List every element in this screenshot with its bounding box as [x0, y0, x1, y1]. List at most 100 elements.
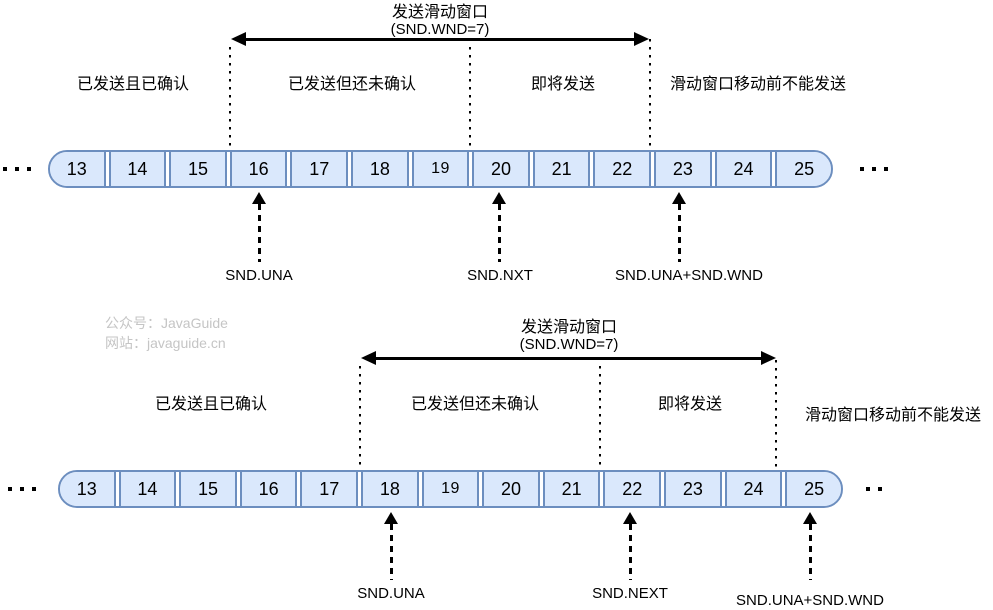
boundary-dotted-line-middle [469, 47, 471, 148]
dashed-line [497, 204, 501, 262]
region-label-acked: 已发送且已确认 [76, 76, 190, 93]
arrow-up-icon [803, 512, 817, 524]
dashed-line [677, 204, 681, 262]
ellipsis-dot [866, 487, 870, 491]
sequence-cell: 17 [300, 472, 359, 506]
sequence-number: 15 [188, 158, 209, 179]
ellipsis-dot [27, 167, 31, 171]
ellipsis-dot [20, 487, 24, 491]
sequence-cell: 19 [411, 152, 470, 186]
pointer-label-wnd-edge: SND.UNA+SND.WND [736, 592, 884, 609]
sequence-number: 25 [804, 478, 825, 499]
left-arrowhead-icon [231, 32, 246, 46]
sequence-cell: 16 [239, 472, 298, 506]
sequence-number: 19 [431, 160, 450, 177]
sequence-number: 13 [76, 478, 97, 499]
region-label-to-send: 即将发送 [530, 76, 596, 93]
sequence-number: 13 [66, 158, 87, 179]
ellipsis-right [866, 487, 882, 491]
ellipsis-left [8, 487, 36, 491]
sequence-number: 15 [198, 478, 219, 499]
sequence-cell: 24 [714, 152, 773, 186]
left-arrowhead-icon [361, 351, 376, 365]
sequence-number: 25 [794, 158, 815, 179]
sequence-cell: 24 [724, 472, 783, 506]
ellipsis-dot [15, 167, 19, 171]
pointer-label-wnd-edge: SND.UNA+SND.WND [615, 267, 763, 284]
region-label-to-send: 即将发送 [657, 396, 723, 413]
arrow-up-icon [384, 512, 398, 524]
sequence-cell: 17 [290, 152, 349, 186]
sequence-number: 19 [441, 480, 460, 497]
arrow-up-icon [492, 192, 506, 204]
sequence-number: 22 [622, 478, 643, 499]
sequence-cell: 14 [118, 472, 177, 506]
window-span-arrow [361, 351, 776, 365]
sequence-number: 20 [491, 158, 512, 179]
watermark-line1: 公众号：JavaGuide [105, 315, 228, 331]
sequence-cell: 18 [351, 152, 409, 186]
ellipsis-dot [32, 487, 36, 491]
window-title: 发送滑动窗口 [520, 319, 618, 336]
sequence-cell: 20 [482, 472, 540, 506]
region-label-cannot-send: 滑动窗口移动前不能发送 [669, 76, 847, 93]
arrow-line [240, 38, 640, 41]
boundary-dotted-line-left [359, 366, 361, 468]
sequence-number: 14 [137, 478, 158, 499]
right-arrowhead-icon [634, 32, 649, 46]
sequence-number: 24 [733, 158, 754, 179]
sequence-number: 16 [258, 478, 279, 499]
ellipsis-dot [878, 487, 882, 491]
pointer-arrow-wnd-edge [802, 512, 818, 580]
ellipsis-dot [8, 487, 12, 491]
pointer-label-snd-una: SND.UNA [225, 267, 293, 284]
sequence-cell: 20 [472, 152, 530, 186]
dashed-line [389, 524, 393, 580]
window-size-label: (SND.WND=7) [519, 336, 619, 353]
sequence-cell: 15 [179, 472, 237, 506]
sequence-number: 14 [127, 158, 148, 179]
pointer-arrow-wnd-edge [671, 192, 687, 262]
dashed-line [808, 524, 812, 580]
dashed-line [257, 204, 261, 262]
sequence-cell: 23 [664, 472, 722, 506]
sequence-number: 22 [612, 158, 633, 179]
sequence-number: 21 [561, 478, 582, 499]
sequence-number: 18 [379, 478, 400, 499]
sequence-number: 18 [369, 158, 390, 179]
sequence-cell: 22 [593, 152, 652, 186]
sequence-number: 21 [551, 158, 572, 179]
sequence-cell: 25 [775, 152, 831, 186]
boundary-dotted-line-middle [599, 366, 601, 468]
boundary-dotted-line-right [775, 360, 777, 468]
sequence-cell: 16 [229, 152, 288, 186]
boundary-dotted-line-left [229, 47, 231, 148]
region-label-cannot-send: 滑动窗口移动前不能发送 [804, 407, 982, 424]
sequence-cell: 25 [785, 472, 841, 506]
sequence-cell: 18 [361, 472, 419, 506]
pointer-label-snd-una: SND.UNA [357, 585, 425, 602]
sequence-cell: 13 [50, 152, 106, 186]
ellipsis-right [860, 167, 888, 171]
region-label-sent-unacked: 已发送但还未确认 [287, 76, 417, 93]
ellipsis-dot [872, 167, 876, 171]
pointer-arrow-snd-una [251, 192, 267, 262]
sequence-number: 17 [309, 158, 330, 179]
pointer-arrow-snd-next [622, 512, 638, 580]
sequence-cell: 13 [60, 472, 116, 506]
boundary-dotted-line-right [649, 39, 651, 148]
sequence-cell: 21 [542, 472, 601, 506]
ellipsis-dot [3, 167, 7, 171]
ellipsis-left [3, 167, 31, 171]
watermark-line2: 网站：javaguide.cn [105, 335, 226, 351]
arrow-up-icon [252, 192, 266, 204]
arrow-up-icon [672, 192, 686, 204]
sequence-number: 24 [743, 478, 764, 499]
ellipsis-dot [884, 167, 888, 171]
sequence-pipe: 13 14 15 16 17 18 19 20 21 22 23 24 25 [58, 470, 843, 508]
sequence-number: 20 [501, 478, 522, 499]
pointer-arrow-snd-nxt [491, 192, 507, 262]
sequence-cell: 15 [169, 152, 227, 186]
